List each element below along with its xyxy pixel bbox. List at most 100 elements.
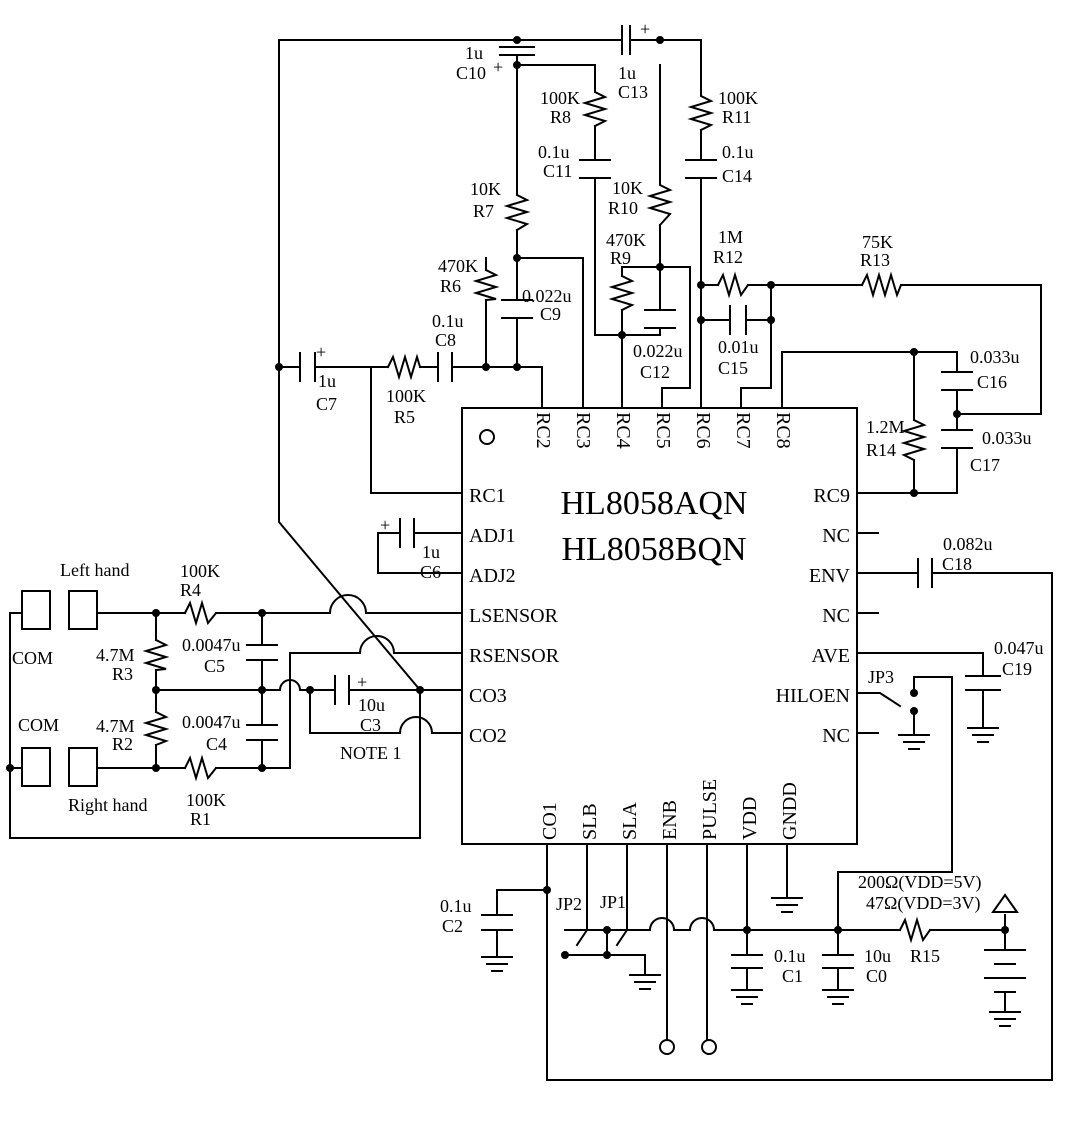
capacitor-c18: [917, 558, 933, 588]
label-c10-ref: C10: [456, 63, 486, 83]
label-c19-ref: C19: [1002, 659, 1032, 679]
pin-rc2: RC2: [532, 412, 554, 449]
label-c15-value: 0.01u: [718, 337, 759, 357]
label-r6-ref: R6: [440, 276, 461, 296]
top-wires: [278, 39, 1042, 692]
label-r8-ref: R8: [550, 107, 571, 127]
pin-slb: SLB: [579, 803, 601, 840]
resistor-r10: [646, 179, 674, 227]
label-r6-value: 470K: [438, 256, 478, 276]
label-c6-value: 1u: [422, 542, 440, 562]
jp3-contact: [910, 707, 918, 715]
enb-terminal[interactable]: [659, 1039, 675, 1055]
pin-gndd: GNDD: [779, 782, 801, 840]
ground-icon: [822, 989, 854, 1005]
capacitor-c13: [621, 25, 631, 55]
resistor-r4: [183, 599, 218, 627]
label-c1-ref: C1: [782, 966, 803, 986]
label-c2-value: 0.1u: [440, 896, 472, 916]
label-right-hand: Right hand: [68, 795, 148, 815]
label-r13-ref: R13: [860, 250, 890, 270]
polarity-c3: +: [357, 672, 367, 692]
vdd-supply-icon: [991, 893, 1019, 913]
label-r5-ref: R5: [394, 407, 415, 427]
jp3-contact: [910, 689, 918, 697]
ground-icon: [898, 734, 930, 750]
label-com-top: COM: [12, 648, 53, 668]
polarity-c6: +: [380, 515, 390, 535]
label-r2-value: 4.7M: [96, 716, 135, 736]
resistor-r7: [503, 189, 531, 232]
label-c7-value: 1u: [318, 371, 336, 391]
com-pad-bottom[interactable]: [21, 747, 51, 787]
capacitor-c14: [685, 159, 717, 179]
pin-rc8: RC8: [772, 412, 794, 449]
capacitor-c3: [334, 675, 350, 705]
label-c11-value: 0.1u: [538, 142, 570, 162]
label-com-bottom: COM: [18, 715, 59, 735]
label-r11-value: 100K: [718, 88, 758, 108]
label-c6-ref: C6: [420, 562, 441, 582]
pin1-marker: [479, 429, 495, 445]
capacitor-c0: [822, 954, 854, 969]
capacitor-c8: [437, 352, 453, 382]
label-jp1: JP1: [600, 892, 626, 912]
label-c4-ref: C4: [206, 734, 227, 754]
label-c9-ref: C9: [540, 304, 561, 324]
ground-icon: [629, 974, 661, 990]
label-r1-ref: R1: [190, 809, 211, 829]
label-c2-ref: C2: [442, 916, 463, 936]
label-r14-value: 1.2M: [866, 417, 905, 437]
capacitor-c6: [399, 518, 415, 548]
label-c17-value: 0.033u: [982, 428, 1032, 448]
label-c5-ref: C5: [204, 656, 225, 676]
sensor-junctions: [6, 609, 424, 772]
label-c1-value: 0.1u: [774, 946, 806, 966]
pin-co1: CO1: [539, 802, 561, 840]
pin-env: ENV: [809, 565, 851, 587]
label-r12-value: 1M: [718, 227, 743, 247]
top-junctions: [275, 36, 961, 497]
label-c13-value: 1u: [618, 63, 636, 83]
label-c10-value: 1u: [465, 43, 483, 63]
pin-vdd: VDD: [739, 797, 761, 840]
pin-rc1: RC1: [469, 485, 506, 507]
pin-nc2: NC: [822, 605, 850, 627]
polarity-c10: +: [493, 57, 503, 77]
capacitor-c9: [501, 299, 533, 319]
pin-ave: AVE: [811, 645, 850, 667]
resistor-r9: [608, 274, 636, 312]
capacitor-c15: [729, 305, 747, 335]
label-r12-ref: R12: [713, 247, 743, 267]
capacitor-c12: [644, 309, 676, 329]
label-c12-value: 0.022u: [633, 341, 683, 361]
right-hand-pad[interactable]: [68, 747, 98, 787]
pin-sla: SLA: [619, 802, 641, 840]
label-c14-value: 0.1u: [722, 142, 754, 162]
label-c17-ref: C17: [970, 455, 1000, 475]
label-r8-value: 100K: [540, 88, 580, 108]
resistor-r5: [386, 353, 422, 381]
label-r7-ref: R7: [473, 201, 494, 221]
label-r4-value: 100K: [180, 561, 220, 581]
com-pad-top[interactable]: [21, 590, 51, 630]
label-r9-value: 470K: [606, 230, 646, 250]
capacitor-c4: [246, 724, 278, 741]
pulse-terminal[interactable]: [701, 1039, 717, 1055]
ic-name-b: HL8058BQN: [561, 531, 746, 568]
polarity-c7: +: [316, 342, 326, 362]
pin-rsensor: RSENSOR: [469, 645, 560, 667]
left-hand-pad[interactable]: [68, 590, 98, 630]
ground-icon: [967, 727, 999, 743]
label-c7-ref: C7: [316, 394, 337, 414]
label-c3-ref: C3: [360, 715, 381, 735]
pin-nc3: NC: [822, 725, 850, 747]
label-c0-ref: C0: [866, 966, 887, 986]
label-r3-ref: R3: [112, 664, 133, 684]
polarity-c13: +: [640, 19, 650, 39]
pin-nc1: NC: [822, 525, 850, 547]
label-c3-value: 10u: [358, 695, 385, 715]
label-c18-value: 0.082u: [943, 534, 993, 554]
pin-rc7: RC7: [732, 412, 754, 449]
capacitor-c19: [965, 675, 1001, 691]
